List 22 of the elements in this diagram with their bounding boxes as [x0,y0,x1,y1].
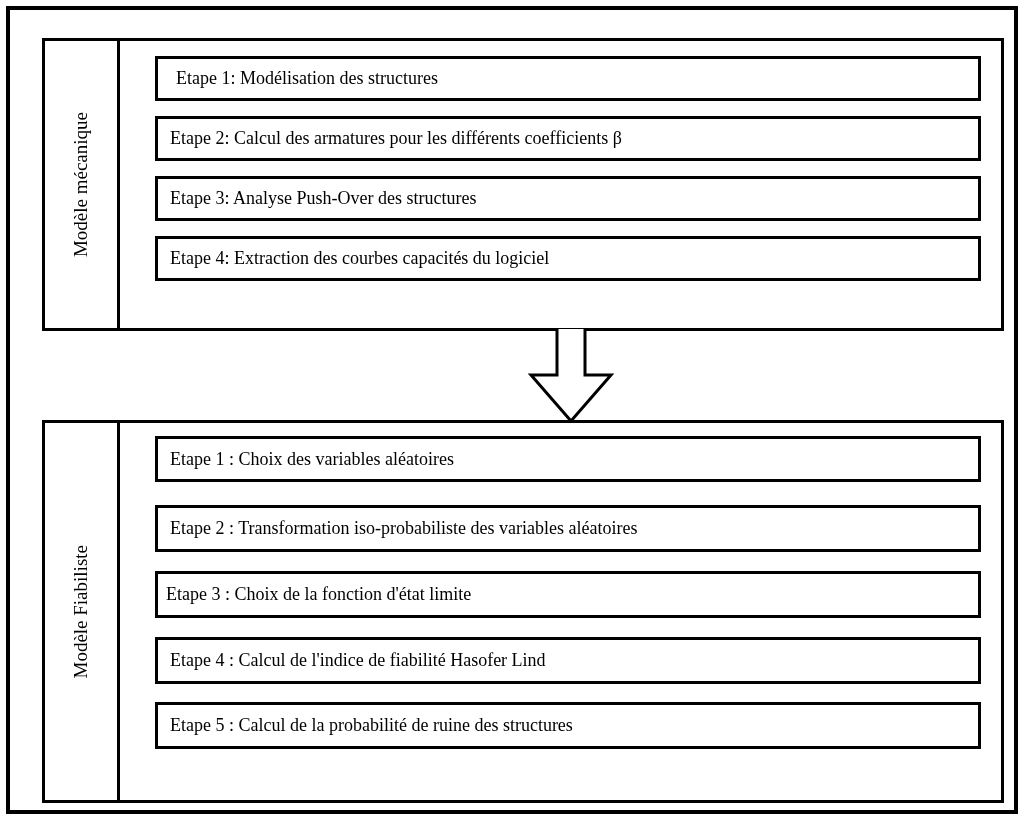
step-box [155,56,981,101]
step-label: Etape 2 : Transformation iso-probabiliste des variables aléatoires [170,518,638,539]
step-label: Etape 3 : Choix de la fonction d'état limite [166,584,472,605]
step-box [155,176,981,221]
step-label: Etape 5 : Calcul de la probabilité de ruine des structures [170,715,573,736]
step-label: Etape 3: Analyse Push-Over des structures [170,188,477,209]
group-title: Modèle Fiabiliste [70,544,92,679]
step-box [155,702,981,749]
step-box [155,236,981,281]
step-label: Etape 4: Extraction des courbes capacités du logiciel [170,248,550,269]
group-panel [42,420,1004,803]
step-label: Etape 4 : Calcul de l'indice de fiabilité Hasofer Lind [170,650,546,671]
step-box [155,637,981,684]
step-label: Etape 2: Calcul des armatures pour les différents coefficients β [170,128,622,149]
group-title: Modèle mécanique [70,111,92,258]
step-box [155,571,981,618]
step-label: Etape 1: Modélisation des structures [176,68,438,89]
step-label: Etape 1 : Choix des variables aléatoires [170,448,454,470]
step-box [155,116,981,161]
step-box [155,505,981,552]
step-box [155,436,981,482]
group-panel [42,38,1004,331]
